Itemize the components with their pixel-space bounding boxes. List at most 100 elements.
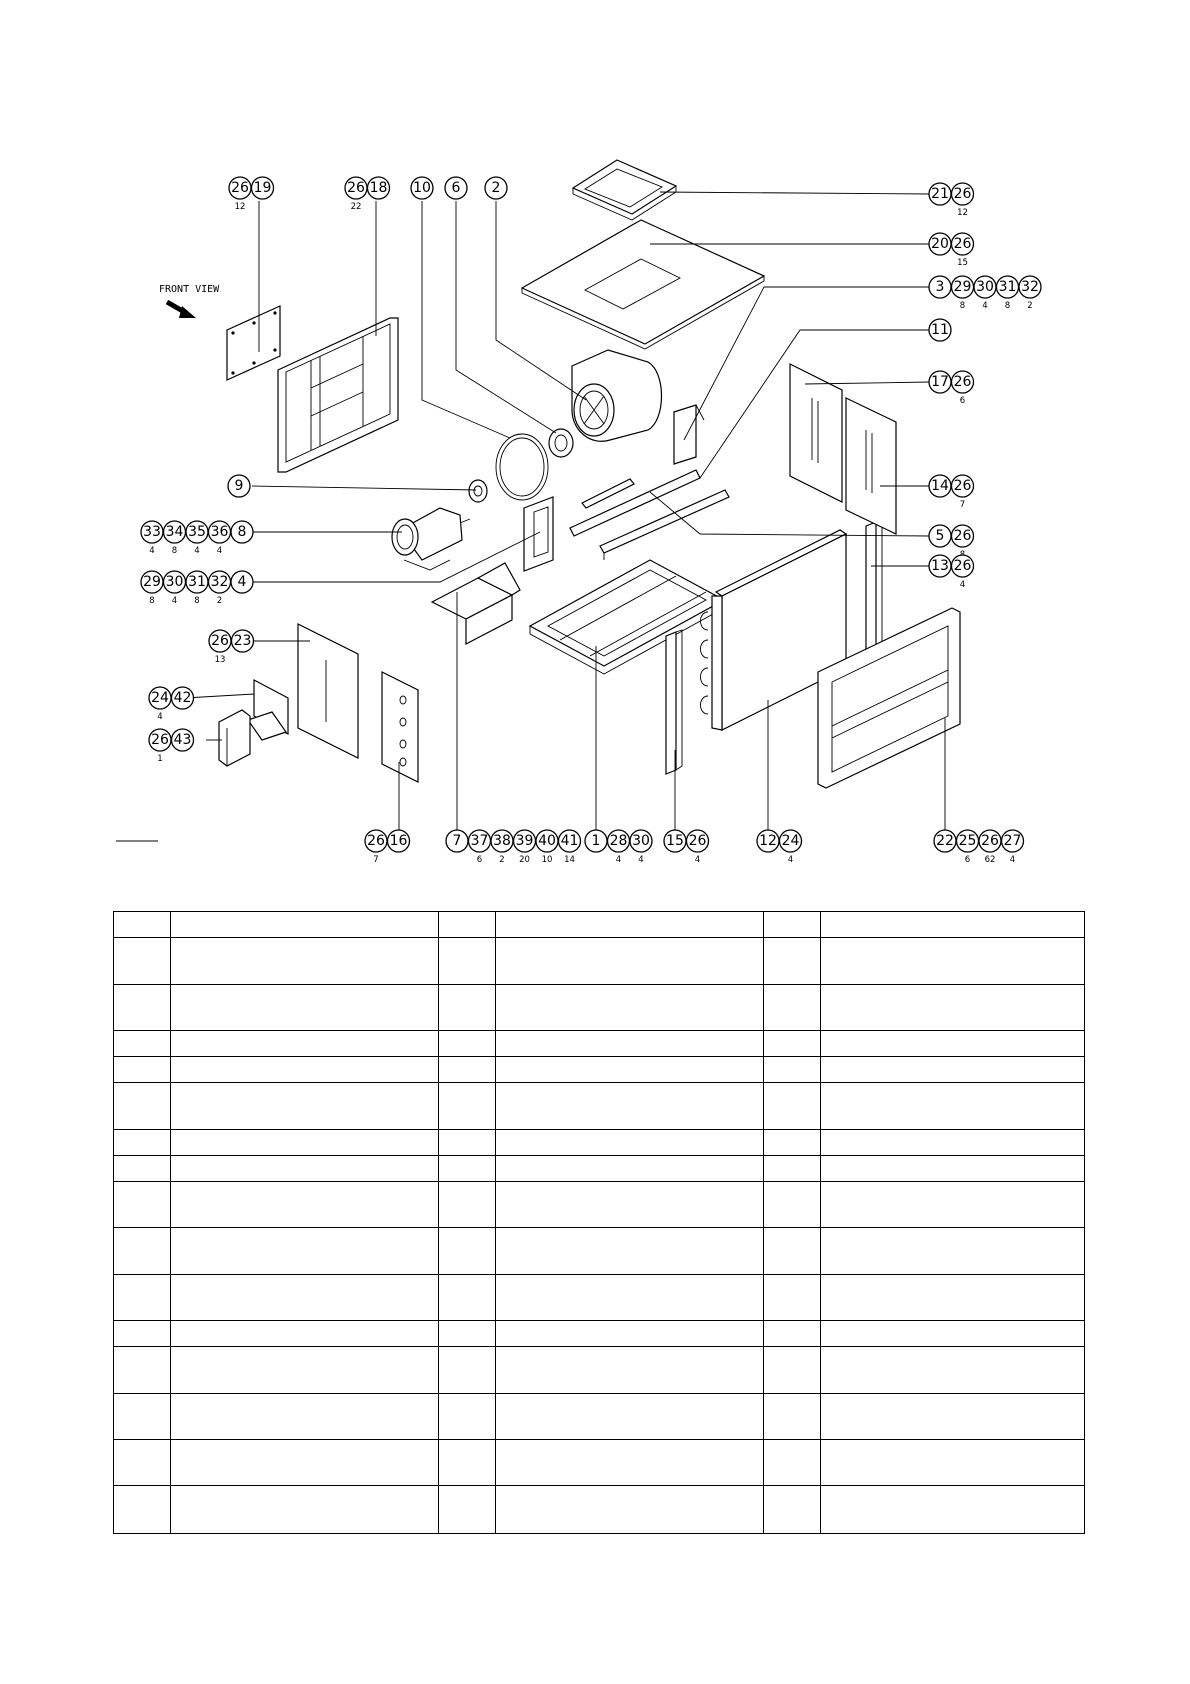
table-cell	[438, 1485, 496, 1534]
table-row	[113, 937, 1085, 985]
part-number: 40	[538, 833, 556, 849]
part-16-panel	[381, 671, 419, 783]
part-11-rail	[599, 489, 730, 560]
part-number: 24	[151, 690, 169, 706]
exploded-view-drawing: FRONT VIEW	[116, 159, 1042, 865]
part-number: 7	[453, 833, 462, 849]
part-number: 22	[936, 833, 954, 849]
part-number-balloon: 26	[978, 829, 1002, 853]
quantity-label: 4	[982, 301, 987, 311]
part-number-balloon: 29	[140, 570, 164, 594]
part-number-balloon: 6	[444, 176, 468, 200]
part-9-motor-pulley	[468, 479, 488, 503]
quantity-label: 4	[616, 855, 621, 865]
leader-lines	[116, 191, 946, 842]
part-number: 34	[166, 524, 184, 540]
table-cell	[113, 910, 171, 939]
callout-6: 6	[444, 176, 468, 200]
quantity-label: 12	[235, 202, 246, 212]
quantity-label: 4	[194, 546, 199, 556]
table-cell	[820, 1181, 1085, 1229]
table-cell	[438, 1346, 496, 1394]
quantity-label: 6	[477, 855, 482, 865]
part-number: 19	[254, 180, 272, 196]
part-1-base-frame	[528, 559, 726, 675]
quantity-label: 4	[788, 855, 793, 865]
quantity-label: 4	[1010, 855, 1015, 865]
table-cell	[495, 910, 764, 939]
table-cell	[170, 1439, 439, 1487]
quantity-label: 4	[638, 855, 643, 865]
part-number: 32	[211, 574, 229, 590]
table-cell	[495, 1273, 764, 1322]
table-cell	[495, 983, 764, 1031]
part-number-balloon: 37	[467, 829, 492, 853]
table-cell	[113, 1439, 171, 1487]
part-number-balloon: 19	[250, 176, 275, 200]
part-7-inlet-bracket	[430, 562, 521, 645]
table-row	[113, 1029, 1085, 1058]
part-19-access-panel	[226, 305, 281, 381]
table-cell	[763, 1154, 821, 1183]
part-12-coil	[700, 529, 848, 731]
part-number: 17	[931, 374, 949, 390]
part-number-balloon: 4	[230, 570, 254, 594]
part-number-balloon: 39	[512, 829, 537, 853]
front-view-label: FRONT VIEW	[159, 284, 220, 295]
table-cell	[763, 983, 821, 1031]
table-cell	[113, 1273, 171, 1322]
table-cell	[763, 1320, 821, 1348]
quantity-label: 4	[695, 855, 700, 865]
quantity-label: 8	[172, 546, 177, 556]
part-number: 26	[954, 186, 972, 202]
part-number: 42	[174, 690, 192, 706]
table-cell	[763, 1392, 821, 1441]
part-number: 26	[954, 236, 972, 252]
part-number: 9	[235, 478, 244, 494]
table-cell	[113, 1346, 171, 1394]
table-cell	[763, 1227, 821, 1275]
part-number-balloon: 26	[364, 829, 388, 853]
part-number: 3	[936, 279, 945, 295]
part-number: 26	[954, 374, 972, 390]
table-cell	[820, 1273, 1085, 1322]
part-number-balloon: 24	[148, 686, 172, 710]
part-number: 41	[561, 833, 579, 849]
part-number: 21	[931, 186, 949, 202]
part-number: 31	[999, 279, 1017, 295]
part-3-blower-bracket	[673, 404, 705, 465]
quantity-label: 15	[957, 258, 968, 268]
quantity-label: 22	[351, 202, 362, 212]
part-number: 26	[211, 633, 229, 649]
quantity-label: 2	[1027, 301, 1032, 311]
table-cell	[763, 1485, 821, 1534]
table-cell	[170, 910, 439, 939]
part-number-balloon: 8	[230, 520, 254, 544]
part-number-balloon: 9	[227, 474, 251, 498]
part-number: 32	[1021, 279, 1039, 295]
table-row	[113, 1485, 1085, 1534]
part-number: 26	[367, 833, 385, 849]
table-cell	[170, 1082, 439, 1130]
table-cell	[495, 1154, 764, 1183]
table-cell	[170, 1128, 439, 1156]
part-number: 26	[954, 478, 972, 494]
table-cell	[113, 1029, 171, 1058]
table-cell	[438, 1056, 496, 1084]
part-number-balloon: 15	[663, 829, 687, 853]
table-cell	[495, 1227, 764, 1275]
quantity-label: 8	[149, 596, 154, 606]
table-cell	[820, 1154, 1085, 1183]
table-cell	[820, 983, 1085, 1031]
table-cell	[170, 1346, 439, 1394]
part-number-balloon: 5	[928, 524, 952, 548]
table-cell	[820, 910, 1085, 939]
part-number: 13	[931, 558, 949, 574]
quantity-label: 62	[985, 855, 996, 865]
part-8-motor	[391, 507, 471, 571]
